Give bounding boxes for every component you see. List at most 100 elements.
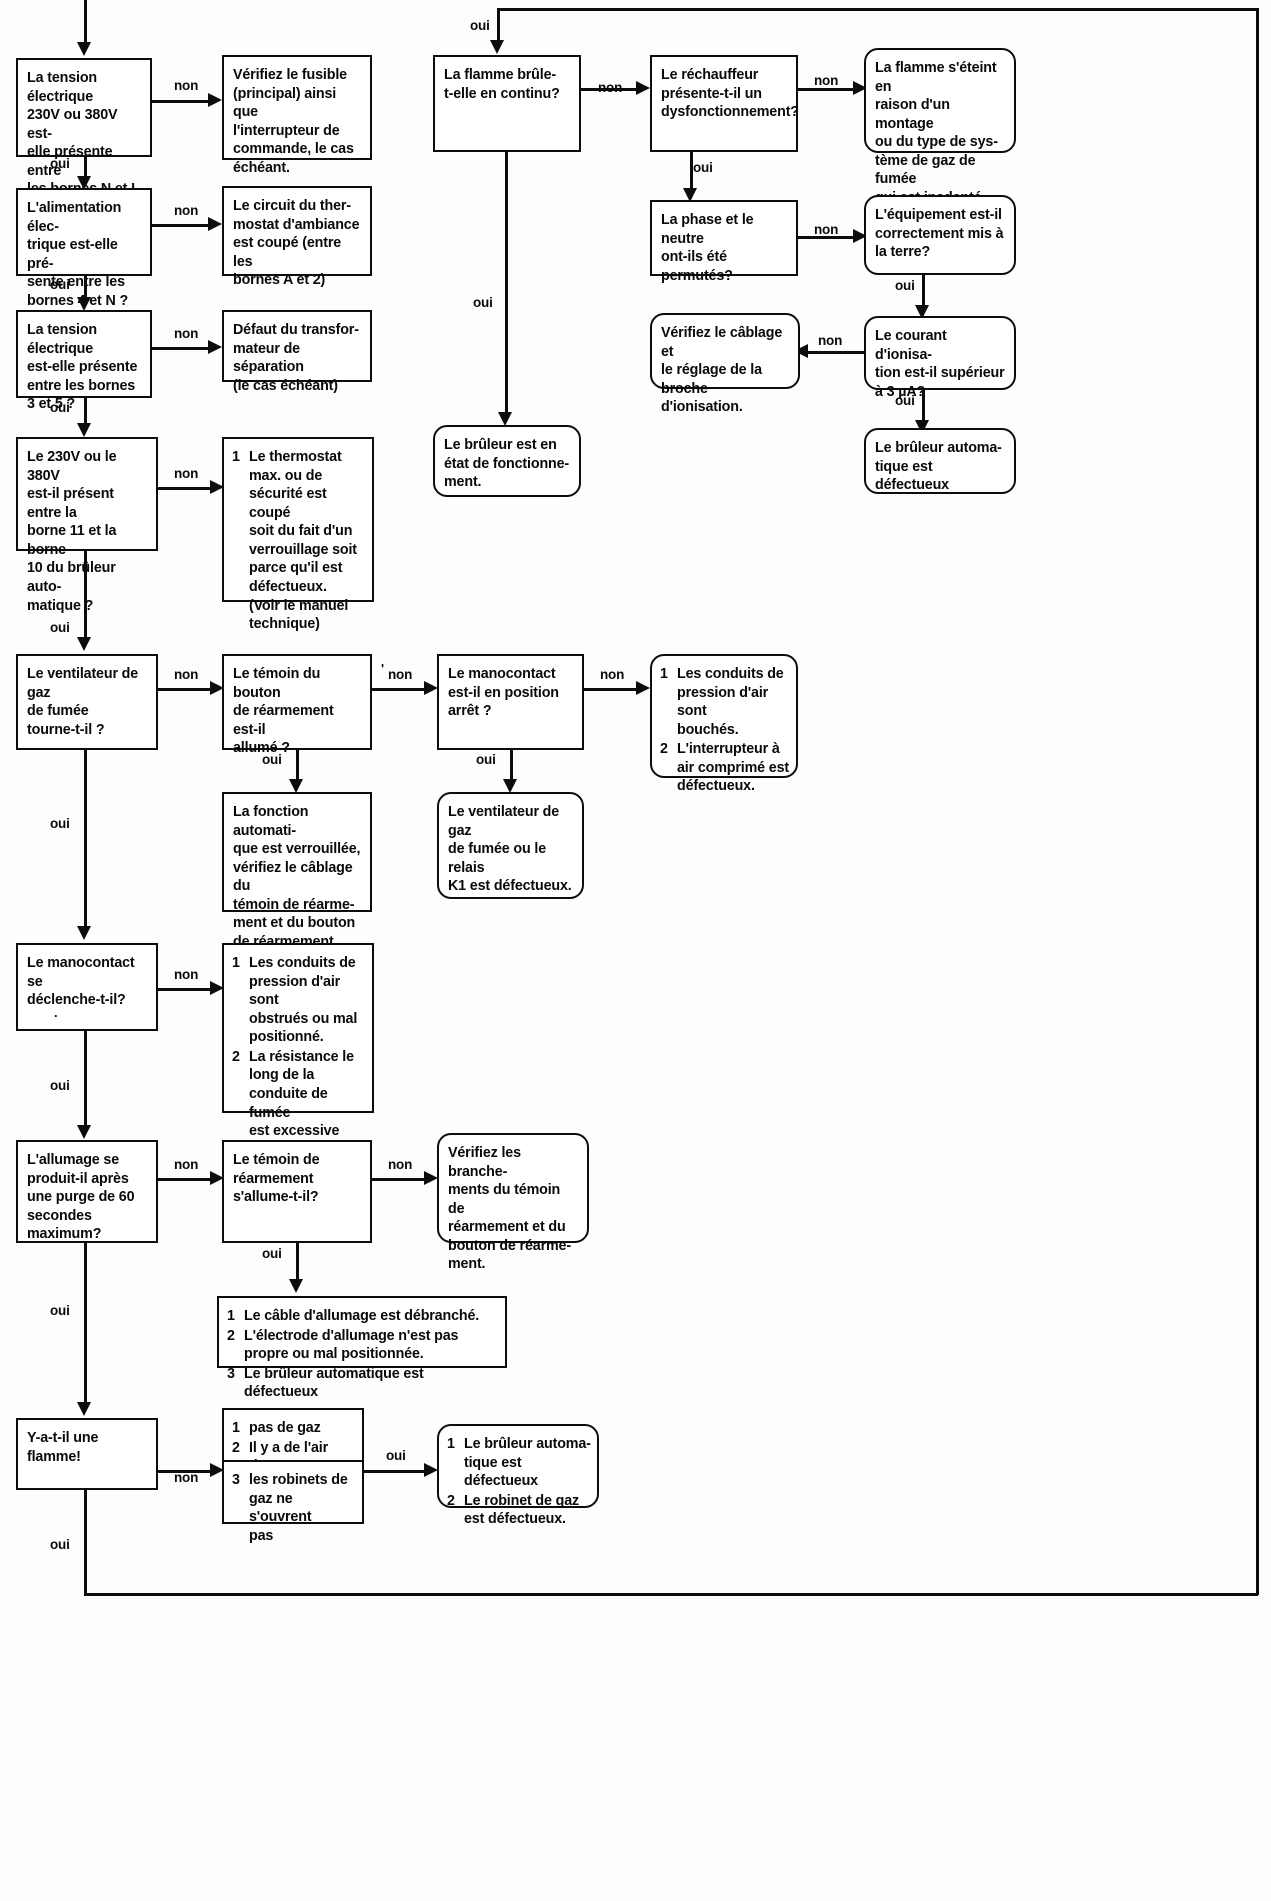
connector-rechauffeur-non <box>798 88 861 91</box>
label-q11-non: non <box>174 1470 199 1485</box>
question-allumage-purge: L'allumage se produit-il après une purge… <box>16 1140 158 1243</box>
answer-cable-allumage: 1 Le câble d'allumage est débranché. 2 L… <box>217 1296 507 1400</box>
list-item-text: les robinets de gaz ne s'ouvrent pas <box>249 1472 348 1544</box>
arrow-q6-oui <box>289 779 303 793</box>
arrow-flammecontinu-oui <box>498 412 512 426</box>
list-item-text: La résistance le long de la conduite de … <box>249 1048 354 1140</box>
answer-flamme-eteint: La flamme s'éteint en raison d'un montag… <box>864 48 1016 206</box>
label-equipement-oui: oui <box>895 278 915 293</box>
answer-verifiez-cablage-broche: Vérifiez le câblage et le réglage de la … <box>650 313 800 415</box>
connector-flammecontinu-oui <box>505 152 508 417</box>
question-alimentation-4-n: L'alimentation élec- trique est-elle pré… <box>16 188 152 309</box>
connector-q3-oui <box>84 398 87 429</box>
connector-ionisation-oui <box>922 390 925 426</box>
answer-fusible: Vérifiez le fusible (principal) ainsi qu… <box>222 55 372 176</box>
arrow-q3-non <box>208 340 222 354</box>
connector-q4-oui <box>84 551 87 643</box>
connector-q3-non <box>152 347 215 350</box>
label-gaz-oui: oui <box>386 1448 406 1463</box>
label-q10-non: non <box>388 1157 413 1172</box>
list-item-number: 1 <box>660 666 668 682</box>
connector-phaseneutre-non <box>798 236 861 239</box>
arrow-equipement-oui <box>915 305 929 319</box>
list-item-text: L'interrupteur à air comprimé est défect… <box>677 741 790 795</box>
label-q7-oui: oui <box>476 752 496 767</box>
label-q6-non: non <box>388 667 413 682</box>
label-q1-non: non <box>174 78 199 93</box>
answer-bruleur-robinet: 1 Le brûleur automa- tique est défectueu… <box>437 1424 599 1527</box>
list-item-text: Le câble d'allumage est débranché. <box>244 1308 480 1324</box>
connector-q11-oui-down <box>84 1490 87 1595</box>
connector-q2-non <box>152 224 215 227</box>
arrow-entry-down <box>77 42 91 56</box>
label-rechauffeur-oui: oui <box>693 160 713 175</box>
connector-equipement-oui <box>922 275 925 311</box>
arrow-q9-non <box>210 1171 224 1185</box>
list-item-text: Les conduits de pression d'air sont obst… <box>249 955 358 1046</box>
connector-q10-non <box>372 1178 431 1181</box>
question-230-380-borne11: Le 230V ou le 380V est-il présent entre … <box>16 437 158 614</box>
list-item: 2 L'électrode d'allumage n'est pas propr… <box>227 1327 499 1364</box>
connector-flammecontinu-non <box>581 88 644 91</box>
answer-bruleur-etat: Le brûleur est en état de fonctionne- me… <box>433 425 581 497</box>
question-tension-3-5: La tension électrique est-elle présente … <box>16 310 152 412</box>
stray-mark-2: . <box>54 1005 58 1020</box>
connector-q7-oui <box>510 750 513 785</box>
arrow-flammecontinu-non <box>636 81 650 95</box>
arrow-q7-non <box>636 681 650 695</box>
label-q4-non: non <box>174 466 199 481</box>
connector-q2-oui <box>84 276 87 303</box>
answer-thermostat-max-text: Le thermostat max. ou de sécurité est co… <box>249 449 357 633</box>
label-q1-oui: oui <box>50 156 70 171</box>
question-flamme: Y-a-t-il une flamme! <box>16 1418 158 1490</box>
connector-q1-non <box>152 100 215 103</box>
connector-q11-non <box>158 1470 217 1473</box>
question-temoin-bouton: Le témoin du bouton de réarmement est-il… <box>222 654 372 756</box>
question-ventilateur: Le ventilateur de gaz de fumée tourne-t-… <box>16 654 158 750</box>
list-item-number: 2 <box>232 1439 240 1456</box>
list-item-number: 1 <box>232 1420 240 1436</box>
list-item: 1 Les conduits de pression d'air sont ob… <box>232 954 366 1047</box>
arrow-q3-oui <box>77 423 91 437</box>
label-rechauffeur-non: non <box>814 73 839 88</box>
connector-q5-oui <box>84 750 87 932</box>
label-flammecontinu-oui: oui <box>473 295 493 310</box>
list-item-number: 3 <box>227 1365 235 1382</box>
list-item-number: 2 <box>227 1327 235 1344</box>
question-temoin-reamement: Le témoin de réarmement s'allume-t-il? <box>222 1140 372 1243</box>
connector-loop-top <box>497 8 1258 11</box>
connector-q1-oui <box>84 157 87 182</box>
label-q9-non: non <box>174 1157 199 1172</box>
list-item-text: Les conduits de pression d'air sont bouc… <box>677 666 784 738</box>
label-q9-oui: oui <box>50 1303 70 1318</box>
answer-robinets-gaz: 3 les robinets de gaz ne s'ouvrent pas <box>222 1460 364 1544</box>
label-q2-non: non <box>174 203 199 218</box>
arrow-q7-oui <box>503 779 517 793</box>
connector-rechauffeur-oui <box>690 152 693 194</box>
answer-thermostat-ambiance: Le circuit du ther- mostat d'ambiance es… <box>222 186 372 288</box>
label-q3-non: non <box>174 326 199 341</box>
list-item: 1 pas de gaz <box>232 1419 356 1438</box>
arrow-q1-non <box>208 93 222 107</box>
arrow-q2-non <box>208 217 222 231</box>
list-item: 1 Les conduits de pression d'air sont bo… <box>660 665 790 739</box>
connector-q10-oui <box>296 1243 299 1285</box>
question-courant-ionisation: Le courant d'ionisa- tion est-il supérie… <box>864 316 1016 400</box>
question-manocontact-arret: Le manocontact est-il en position arrêt … <box>437 654 584 750</box>
list-item: 2 L'interrupteur à air comprimé est défe… <box>660 740 790 796</box>
arrow-rechauffeur-oui <box>683 188 697 202</box>
label-ionisation-non: non <box>818 333 843 348</box>
connector-q7-non <box>584 688 643 691</box>
list-item-text: Le brûleur automatique est défectueux <box>244 1365 424 1401</box>
arrow-q4-oui <box>77 637 91 651</box>
label-ionisation-oui: oui <box>895 393 915 408</box>
connector-q4-non <box>158 487 217 490</box>
arrow-loop-into-flamme <box>490 40 504 54</box>
label-q8-oui: oui <box>50 1078 70 1093</box>
arrow-q1-oui <box>77 176 91 190</box>
arrow-q10-non <box>424 1171 438 1185</box>
arrow-q8-non <box>210 981 224 995</box>
list-item: 2 Le robinet de gaz est défectueux. <box>447 1492 591 1529</box>
connector-q8-oui <box>84 1031 87 1131</box>
answer-ventilateur-relais: Le ventilateur de gaz de fumée ou le rel… <box>437 792 584 899</box>
